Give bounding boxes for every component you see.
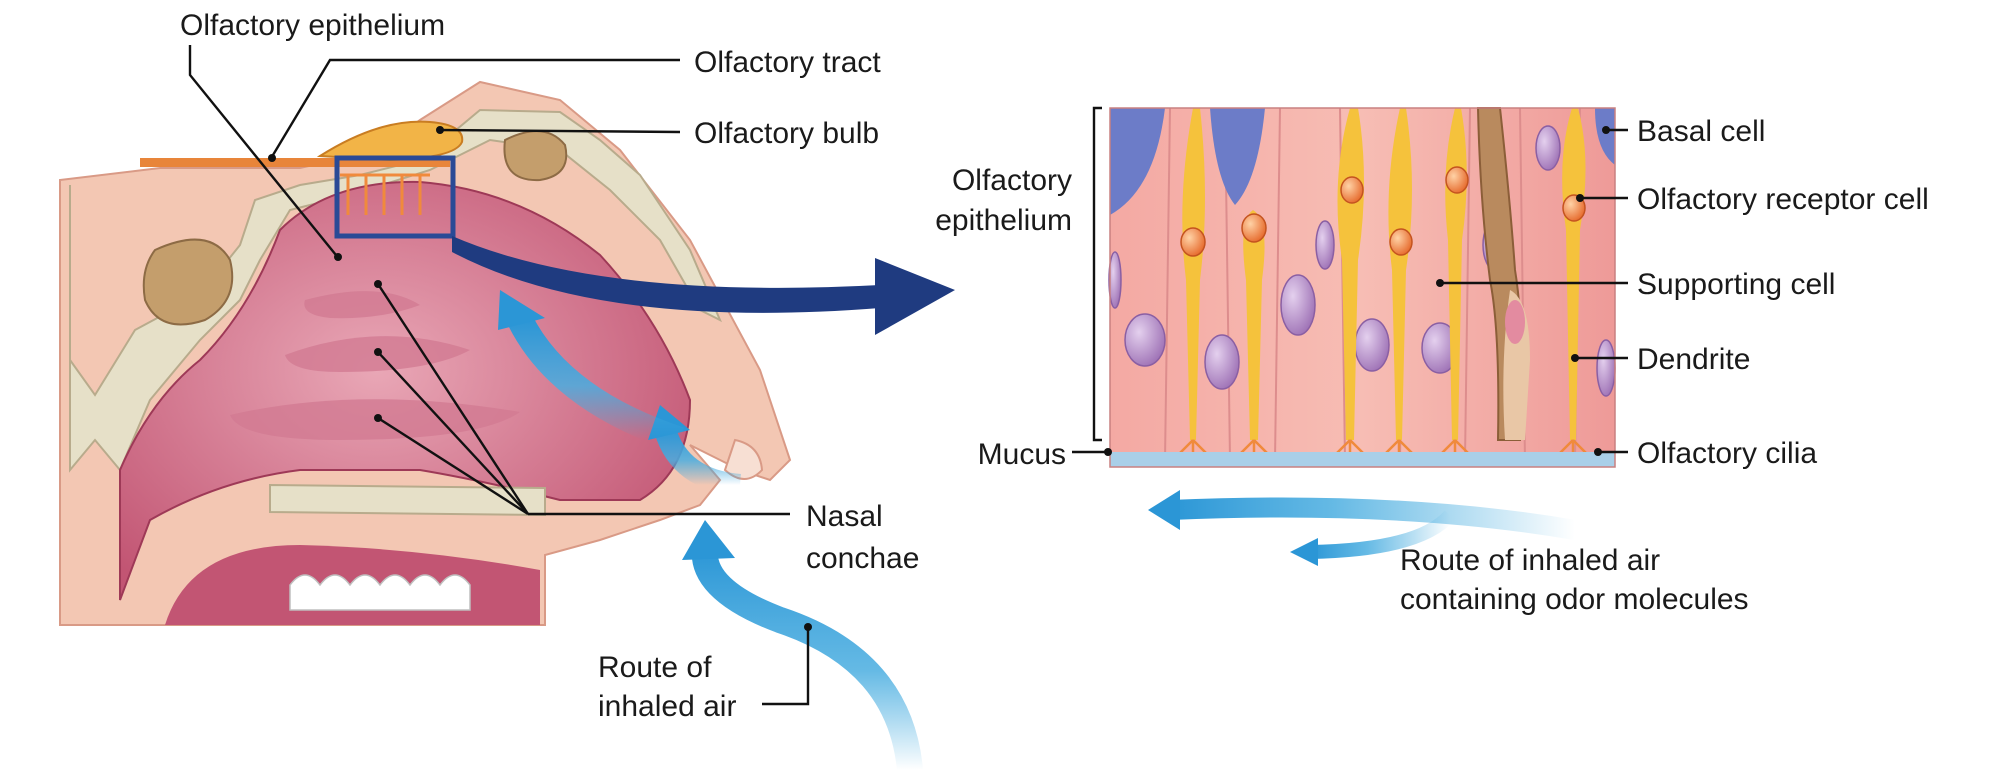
label-detail-olfactory-2: epithelium (935, 204, 1072, 237)
epithelium-detail-view (1092, 106, 1616, 566)
label-olfactory-cilia: Olfactory cilia (1637, 437, 1817, 470)
label-dendrite: Dendrite (1637, 343, 1750, 376)
zoom-region-box (334, 155, 456, 239)
label-route-odor-2: containing odor molecules (1400, 583, 1749, 616)
olfactory-receptor-cells (1180, 108, 1586, 440)
basal-cell (1110, 108, 1165, 215)
epithelium-border (1109, 107, 1616, 468)
label-nasal-conchae-1: Nasal (806, 500, 883, 533)
label-mucus: Mucus (978, 438, 1066, 471)
odor-air-arrow-upper (1169, 497, 1577, 540)
inhaled-air-arrowhead-upper (498, 290, 545, 330)
teeth (289, 574, 471, 611)
frontal-sinus (503, 130, 568, 182)
receptor-cell-body (1562, 108, 1586, 440)
label-detail-olfactory-1: Olfactory (952, 164, 1072, 197)
basal-cell (1595, 108, 1615, 165)
sagittal-head-view (59, 80, 923, 772)
label-olfactory-bulb: Olfactory bulb (694, 117, 879, 150)
inhaled-air-arrow-lower (691, 546, 923, 772)
basal-cell (1210, 108, 1265, 205)
zoom-arrow-shaft (452, 236, 880, 313)
mucus-layer (1110, 452, 1615, 467)
label-supporting-cell: Supporting cell (1637, 268, 1835, 301)
zoom-arrow (452, 236, 955, 335)
odor-air-arrowhead-lower (1290, 538, 1318, 566)
skull-bone (69, 108, 722, 473)
label-basal-cell: Basal cell (1637, 115, 1765, 148)
sphenoid-sinus (142, 238, 234, 326)
supporting-cell-tan-nucleus (1505, 300, 1525, 344)
label-olfactory-epithelium: Olfactory epithelium (180, 9, 445, 42)
olfactory-nerve-fibers (340, 173, 430, 215)
label-nasal-conchae-2: conchae (806, 542, 919, 575)
labels: Olfactory epithelium Olfactory tract Olf… (180, 9, 1929, 723)
superior-concha (304, 291, 420, 319)
label-route-inhaled-air-1: Route of (598, 651, 712, 684)
receptor-cell-body (1243, 210, 1265, 440)
inhaled-air-arrowhead-lower (682, 520, 735, 560)
zoom-arrowhead (875, 258, 955, 335)
epithelium-bracket (1092, 106, 1102, 442)
label-route-inhaled-air-2: inhaled air (598, 690, 736, 723)
inhaled-air-arrow-upper (508, 313, 685, 453)
odor-air-arrowhead-upper (1148, 490, 1180, 530)
label-olfactory-tract: Olfactory tract (694, 46, 881, 79)
odor-air-arrow-lower (1309, 510, 1456, 559)
receptor-cell-body (1182, 108, 1205, 440)
receptor-cell-body (1388, 108, 1412, 440)
leader-lines (188, 45, 1628, 706)
olfactory-tract (140, 158, 450, 167)
label-route-odor-1: Route of inhaled air (1400, 544, 1660, 577)
label-olfactory-receptor-cell: Olfactory receptor cell (1637, 183, 1929, 216)
